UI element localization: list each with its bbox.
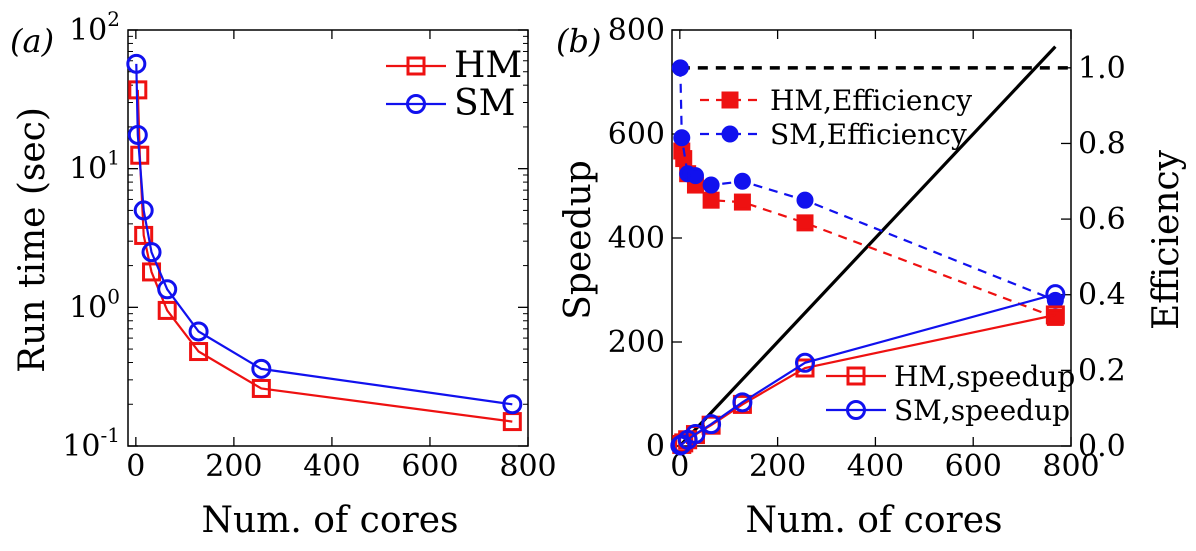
a-ytick-label: 101 bbox=[69, 146, 120, 187]
b-legend-marker-hm-speedup bbox=[846, 366, 866, 386]
a-xtick-label: 200 bbox=[205, 449, 262, 484]
panel-a-ylabel: Run time (sec) bbox=[12, 107, 53, 373]
a-point-hm bbox=[189, 342, 209, 362]
b-point-sm-efficiency bbox=[686, 167, 704, 185]
b-point-sm-efficiency bbox=[702, 176, 720, 194]
b-y2tick-label: 0.6 bbox=[1078, 202, 1126, 237]
b-ytick-label: 400 bbox=[608, 221, 665, 256]
b-legend-marker-sm-speedup bbox=[846, 400, 866, 420]
panel-b-series bbox=[670, 45, 1071, 456]
panel-a-label: (a) bbox=[10, 22, 54, 60]
b-point-sm-efficiency bbox=[673, 129, 691, 147]
b-legend-label-hm-efficiency: HM,Efficiency bbox=[770, 84, 972, 117]
panel-a-ticks: 0 200 400 600 800 10-1 100 101 102 bbox=[62, 7, 556, 484]
b-xtick-label: 200 bbox=[749, 449, 806, 484]
b-ytick-label: 200 bbox=[608, 325, 665, 360]
b-point-sm-speedup bbox=[795, 352, 815, 373]
b-y2tick-label: 0.0 bbox=[1078, 429, 1126, 464]
b-point-sm-speedup bbox=[685, 424, 706, 445]
a-xtick-label: 400 bbox=[303, 449, 360, 484]
b-ytick-label: 600 bbox=[608, 117, 665, 152]
a-legend-marker-sm bbox=[406, 94, 426, 114]
a-point-hm bbox=[251, 378, 271, 398]
a-point-sm bbox=[251, 358, 272, 379]
panel-b-label: (b) bbox=[556, 22, 601, 60]
a-xtick-label: 600 bbox=[401, 449, 458, 484]
b-legend-marker-sm-efficiency bbox=[721, 125, 739, 143]
a-point-sm bbox=[188, 321, 209, 342]
a-ytick-label: 102 bbox=[69, 7, 120, 48]
b-xtick-label: 400 bbox=[847, 449, 904, 484]
b-y2tick-label: 0.8 bbox=[1078, 126, 1126, 161]
panel-b-y2label: Efficiency bbox=[1146, 149, 1187, 330]
b-point-sm-speedup bbox=[701, 414, 722, 435]
b-point-hm-efficiency bbox=[796, 214, 814, 232]
b-point-sm-efficiency bbox=[733, 172, 751, 190]
a-point-sm bbox=[133, 200, 154, 221]
b-y2tick-label: 0.4 bbox=[1078, 278, 1126, 313]
panel-a-runtime: (a) 0 200 400 600 800 10-1 100 101 102 Num. of c… bbox=[10, 7, 557, 541]
b-xtick-label: 600 bbox=[945, 449, 1002, 484]
panel-a-xlabel: Num. of cores bbox=[202, 500, 459, 541]
b-y2tick-label: 0.2 bbox=[1078, 353, 1126, 388]
b-xtick-label: 800 bbox=[1042, 449, 1099, 484]
b-ref-ideal-speedup bbox=[678, 45, 1057, 448]
a-point-sm bbox=[127, 124, 148, 145]
b-legend-label-hm-speedup: HM,speedup bbox=[894, 360, 1075, 393]
b-point-sm-speedup bbox=[1045, 284, 1066, 305]
a-point-sm bbox=[126, 53, 147, 74]
a-legend-label-sm: SM bbox=[454, 83, 516, 124]
a-point-sm bbox=[141, 242, 162, 263]
b-point-sm-efficiency bbox=[671, 59, 689, 77]
a-point-hm bbox=[157, 300, 177, 320]
panel-b-xlabel: Num. of cores bbox=[746, 500, 1003, 541]
a-ytick-label: 100 bbox=[69, 284, 120, 325]
a-legend-label-hm: HM bbox=[454, 45, 522, 86]
a-point-sm bbox=[502, 394, 523, 415]
b-y2tick-label: 1.0 bbox=[1078, 51, 1126, 86]
a-point-sm bbox=[157, 279, 178, 300]
a-point-hm bbox=[134, 225, 154, 245]
a-xtick-label: 800 bbox=[499, 449, 556, 484]
b-point-sm-efficiency bbox=[796, 191, 814, 209]
a-ytick-label: 10-1 bbox=[62, 423, 120, 464]
b-point-hm-speedup bbox=[1045, 305, 1065, 325]
a-xtick-label: 0 bbox=[126, 449, 145, 484]
b-ytick-label: 0 bbox=[646, 429, 665, 464]
b-legend-label-sm-speedup: SM,speedup bbox=[894, 394, 1070, 427]
b-point-sm-speedup bbox=[732, 392, 753, 413]
b-point-hm-efficiency bbox=[733, 193, 751, 211]
panel-a-series bbox=[126, 53, 523, 432]
a-legend-marker-hm bbox=[406, 56, 426, 76]
a-series-line-sm bbox=[135, 63, 513, 406]
panel-b-ylabel: Speedup bbox=[558, 160, 599, 320]
b-xtick-label: 0 bbox=[670, 449, 689, 484]
a-series-line-hm bbox=[136, 89, 513, 423]
b-point-hm-efficiency bbox=[702, 191, 720, 209]
b-legend-label-sm-efficiency: SM,Efficiency bbox=[770, 118, 967, 151]
b-ytick-label: 800 bbox=[608, 13, 665, 48]
panel-a-frame bbox=[127, 29, 529, 447]
panel-b-legends: HM,EfficiencySM,EfficiencyHM,speedupSM,s… bbox=[700, 84, 1075, 427]
b-legend-marker-hm-efficiency bbox=[721, 91, 739, 109]
